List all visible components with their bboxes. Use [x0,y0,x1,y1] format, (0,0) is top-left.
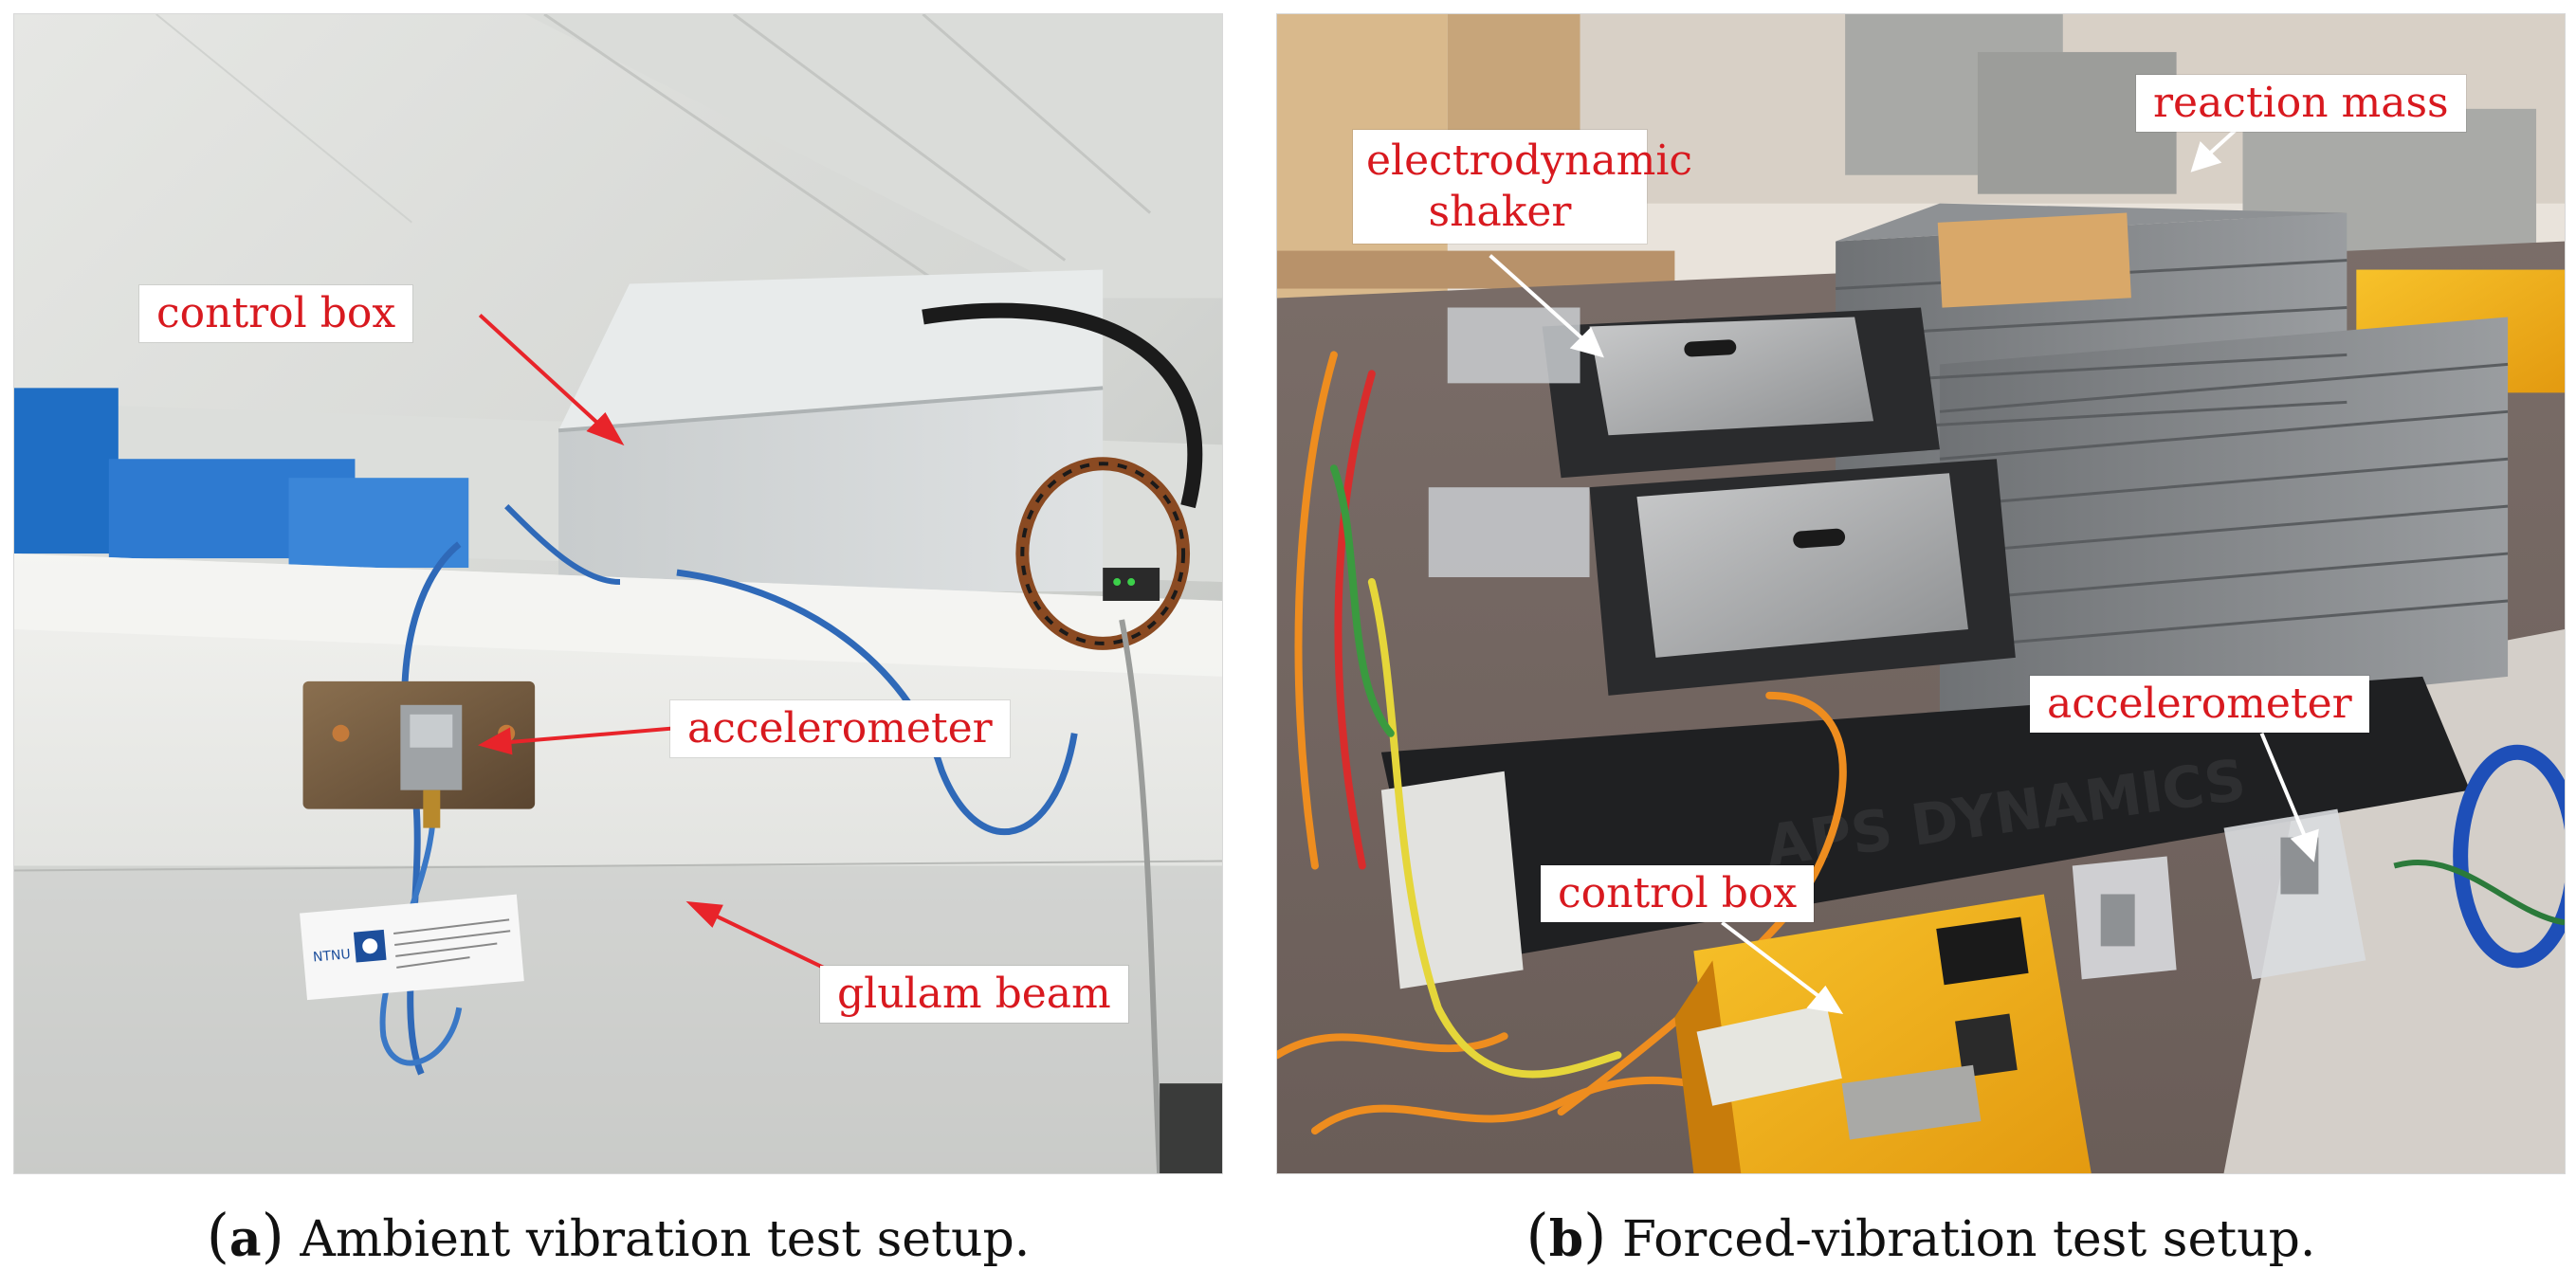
label-control-box-a-text: control box [156,289,396,337]
caption-a-open-paren: ( [206,1201,229,1270]
photo-panel-b: APS DYNAMICS [1276,13,2566,1174]
label-control-box-a: control box [139,285,413,342]
arrow-shaker-b [1489,254,1586,342]
ntnu-sticker-org: NTNU [312,947,351,965]
label-glulam-beam-a-text: glulam beam [837,970,1111,1018]
arrow-accelerometer-b [2259,732,2308,839]
caption-b: (b) Forced-vibration test setup. [1276,1202,2566,1270]
caption-b-close-paren: ) [1583,1201,1607,1270]
arrow-glulam-beam-a [708,911,830,972]
label-shaker-b-line1: electrodynamic [1366,136,1693,185]
caption-b-letter: b [1548,1210,1584,1268]
arrow-control-box-b [1721,920,1823,1000]
label-accelerometer-a-text: accelerometer [687,704,993,753]
caption-a-text: Ambient vibration test setup. [300,1211,1031,1268]
arrow-reaction-mass-b [2205,126,2239,158]
label-accelerometer-b-text: accelerometer [2047,680,2352,728]
label-reaction-mass-b-text: reaction mass [2153,79,2449,127]
caption-a: (a) Ambient vibration test setup. [13,1202,1223,1270]
arrow-accelerometer-a [502,725,683,745]
label-electrodynamic-shaker-b: electrodynamic shaker [1353,130,1693,244]
label-reaction-mass-b: reaction mass [2136,75,2466,132]
caption-b-open-paren: ( [1526,1201,1549,1270]
label-accelerometer-b: accelerometer [2030,676,2369,733]
label-shaker-b-line2: shaker [1428,188,1572,236]
label-control-box-b-text: control box [1558,869,1798,917]
label-glulam-beam-a: glulam beam [820,966,1128,1023]
caption-a-letter: a [228,1210,262,1268]
label-control-box-b: control box [1541,865,1815,922]
arrow-control-box-a [478,314,608,432]
caption-a-close-paren: ) [261,1201,284,1270]
caption-b-text: Forced-vibration test setup. [1621,1211,2316,1268]
photo-panel-a: NTNU control box accelerometer glulam be… [13,13,1223,1174]
label-accelerometer-a: accelerometer [670,700,1010,757]
